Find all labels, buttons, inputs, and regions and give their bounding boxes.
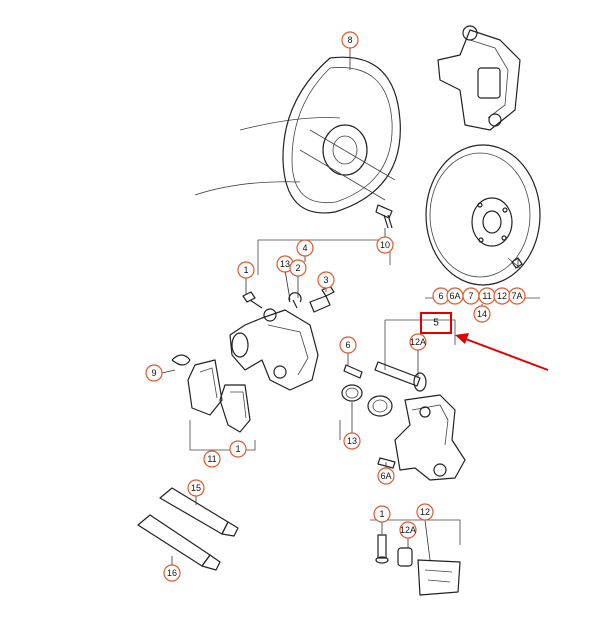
svg-text:12A: 12A	[410, 337, 426, 347]
grease-tubes	[137, 487, 239, 571]
callout-10[interactable]: 10	[376, 236, 394, 254]
svg-text:16: 16	[167, 568, 177, 578]
svg-text:2: 2	[295, 263, 300, 273]
svg-text:12: 12	[497, 291, 507, 301]
callout-12c[interactable]: 12A	[399, 521, 417, 539]
arrow-head-icon	[455, 333, 469, 344]
highlight-label: 5	[433, 318, 439, 329]
svg-text:6A: 6A	[380, 471, 391, 481]
callout-7[interactable]: 7	[462, 287, 480, 305]
caliper-carrier	[394, 394, 466, 481]
callout-14[interactable]: 14	[473, 305, 491, 323]
svg-text:11: 11	[207, 454, 216, 464]
seals	[341, 384, 393, 417]
callout-13b[interactable]: 13	[343, 432, 361, 450]
callout-11a[interactable]: 11	[478, 287, 496, 305]
splash-shield	[282, 56, 401, 214]
callout-15[interactable]: 15	[187, 479, 205, 497]
highlight-arrow	[462, 337, 549, 371]
axle-guide-line	[239, 117, 341, 131]
callout-1a[interactable]: 1	[237, 261, 255, 279]
callout-8[interactable]: 8	[341, 31, 359, 49]
svg-text:6: 6	[345, 340, 350, 350]
guide-pin	[343, 361, 427, 469]
svg-text:13: 13	[347, 436, 357, 446]
callout-4[interactable]: 4	[296, 239, 314, 257]
svg-text:6: 6	[438, 291, 443, 301]
caliper-assembly-top	[437, 25, 521, 131]
svg-text:10: 10	[380, 240, 390, 250]
svg-text:1: 1	[235, 444, 240, 454]
svg-text:8: 8	[347, 35, 352, 45]
callout-1b[interactable]: 1	[229, 440, 247, 458]
svg-text:4: 4	[302, 243, 307, 253]
svg-text:7: 7	[468, 291, 473, 301]
svg-text:7A: 7A	[511, 291, 522, 301]
svg-text:3: 3	[323, 275, 328, 285]
callout-6d[interactable]: 6A	[377, 467, 395, 485]
group-bracket-pads	[189, 420, 256, 451]
callout-2[interactable]: 2	[289, 259, 307, 277]
callout-1c[interactable]: 1	[373, 505, 391, 523]
brake-pads-left	[171, 354, 251, 433]
svg-text:12A: 12A	[400, 525, 416, 535]
callout-16[interactable]: 16	[163, 564, 181, 582]
callout-9[interactable]: 9	[145, 364, 163, 382]
callout-12d[interactable]: 12	[416, 503, 434, 521]
svg-text:11: 11	[482, 291, 491, 301]
svg-text:13: 13	[280, 259, 290, 269]
highlight-box	[420, 312, 452, 334]
svg-text:14: 14	[477, 309, 487, 319]
callout-12b[interactable]: 12A	[409, 333, 427, 351]
svg-text:1: 1	[243, 265, 248, 275]
svg-text:1: 1	[379, 509, 384, 519]
caliper-housing	[229, 308, 319, 391]
bolt-10	[375, 204, 393, 229]
svg-text:9: 9	[151, 368, 156, 378]
group-bracket-kit	[370, 519, 461, 545]
axle-guide-line-lower	[194, 181, 301, 196]
svg-text:15: 15	[191, 483, 201, 493]
callout-6b[interactable]: 6A	[446, 287, 464, 305]
highlight-group: 5	[420, 312, 549, 371]
brake-disc	[425, 144, 541, 286]
callout-3[interactable]: 3	[317, 271, 335, 289]
callout-12a[interactable]: 12	[493, 287, 511, 305]
repair-kit	[375, 534, 461, 596]
group-bracket-right	[385, 319, 456, 345]
callout-7a[interactable]: 7A	[508, 287, 526, 305]
callout-11b[interactable]: 11	[203, 450, 221, 468]
svg-text:6A: 6A	[449, 291, 460, 301]
svg-text:12: 12	[420, 507, 430, 517]
callout-6c[interactable]: 6	[339, 336, 357, 354]
